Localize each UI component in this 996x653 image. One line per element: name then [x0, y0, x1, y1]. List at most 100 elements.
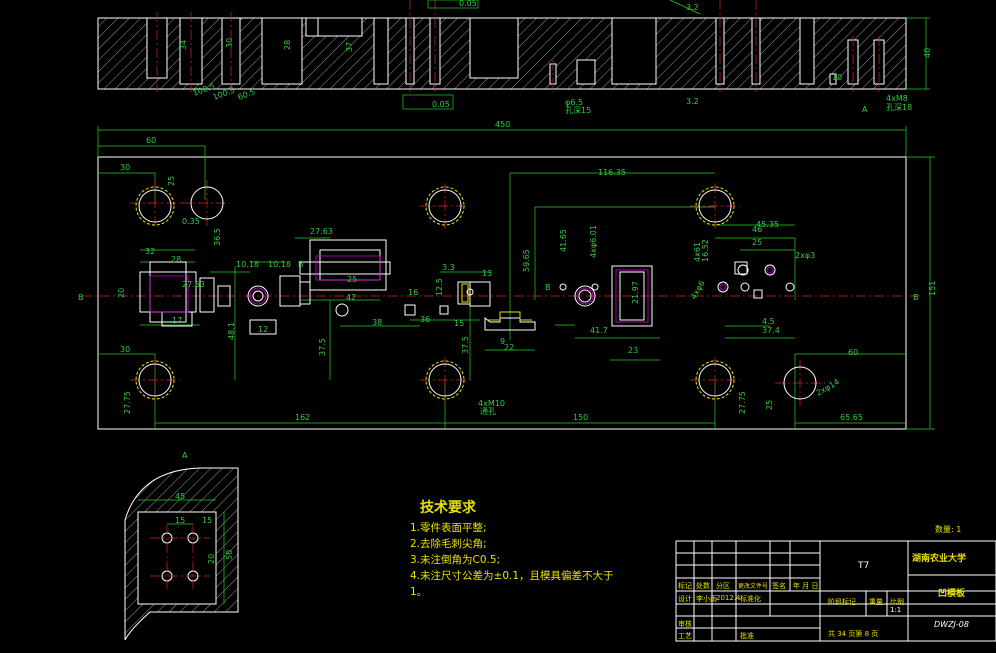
svg-text:3.2: 3.2 — [686, 97, 699, 106]
svg-text:30: 30 — [225, 38, 234, 48]
svg-text:36: 36 — [420, 315, 430, 324]
tb-sign: 签名 — [772, 582, 786, 590]
svg-text:45: 45 — [175, 492, 185, 501]
tb-ratio: 比例 — [890, 598, 904, 606]
tb-weight: 重量 — [869, 598, 883, 606]
school-label: 湖南农业大学 — [912, 554, 967, 564]
svg-text:25: 25 — [347, 275, 357, 284]
svg-text:15: 15 — [454, 319, 464, 328]
svg-text:0.05: 0.05 — [459, 0, 477, 8]
svg-text:15: 15 — [175, 516, 185, 525]
tb-mark: 标记 — [678, 582, 692, 590]
svg-text:32: 32 — [145, 247, 155, 256]
sheets-label: 共 34 页第 8 页 — [828, 630, 879, 638]
svg-text:37.4: 37.4 — [762, 326, 780, 335]
svg-text:150: 150 — [573, 413, 588, 422]
scale-value: 1:1 — [890, 606, 902, 614]
svg-text:25: 25 — [167, 176, 176, 186]
tb-design: 设计 — [678, 595, 692, 603]
requirement-line: 4.未注尺寸公差为±0.1，且模具偏差不大于 — [410, 570, 614, 582]
requirement-line: 2.去除毛刺尖角; — [410, 538, 487, 550]
svg-text:4.5: 4.5 — [762, 317, 775, 326]
tb-stage: 阶段标记 — [828, 598, 856, 606]
svg-text:450: 450 — [495, 120, 510, 129]
svg-text:9: 9 — [500, 337, 505, 346]
svg-text:22: 22 — [504, 343, 514, 352]
tb-doc: 更改文件号 — [738, 583, 769, 590]
svg-text:28: 28 — [171, 255, 181, 264]
svg-text:13: 13 — [482, 269, 492, 278]
svg-text:25: 25 — [752, 238, 762, 247]
tb-process: 工艺 — [678, 632, 692, 640]
svg-text:60: 60 — [146, 136, 156, 145]
svg-text:A: A — [862, 105, 868, 114]
tb-std: 标准化 — [740, 595, 761, 603]
svg-text:4xφ6.01: 4xφ6.01 — [589, 225, 598, 258]
svg-text:17: 17 — [172, 316, 182, 325]
svg-text:59.65: 59.65 — [522, 249, 531, 272]
title-block — [675, 540, 996, 642]
plan-view: 450 60 30 25 0.35 36.5 116.35 45.35 46 2… — [78, 120, 937, 430]
svg-text:2xφ3: 2xφ3 — [795, 251, 815, 260]
tb-review: 审核 — [678, 620, 692, 628]
svg-text:20: 20 — [207, 554, 216, 564]
svg-text:27.75: 27.75 — [738, 391, 747, 414]
svg-text:41.65: 41.65 — [559, 229, 568, 252]
svg-text:10.18: 10.18 — [268, 260, 291, 269]
tb-designer: 李小雨 — [696, 595, 717, 603]
quantity-label: 数量: 1 — [935, 525, 962, 534]
svg-text:60.5: 60.5 — [237, 87, 257, 102]
svg-text:46: 46 — [752, 225, 762, 234]
svg-text:12: 12 — [258, 325, 268, 334]
svg-text:34: 34 — [179, 40, 188, 50]
tb-design-date: 2012.4 — [716, 594, 741, 602]
material-label: T7 — [858, 561, 870, 571]
detail-a-view: A 45 15 15 50 20 — [124, 451, 239, 641]
requirement-line: 3.未注倒角为C0.5; — [410, 554, 501, 566]
top-section-view: 34 30 28 37 40 100.5 100.5 60.5 0.05 0.0… — [97, 0, 932, 115]
svg-text:30: 30 — [120, 163, 130, 172]
svg-text:162: 162 — [295, 413, 310, 422]
requirement-line: 1。 — [410, 586, 428, 598]
svg-text:孔深18: 孔深18 — [886, 103, 912, 112]
svg-text:φ6.5: φ6.5 — [565, 98, 583, 107]
svg-text:48.1: 48.1 — [227, 322, 236, 340]
svg-text:21.97: 21.97 — [631, 281, 640, 304]
svg-text:0.35: 0.35 — [182, 217, 200, 226]
svg-text:3.3: 3.3 — [442, 263, 455, 272]
svg-text:12.5: 12.5 — [435, 278, 444, 296]
drawing-number: DWZJ-08 — [934, 620, 969, 629]
svg-text:4xφ6: 4xφ6 — [689, 279, 707, 301]
svg-text:38: 38 — [372, 318, 382, 327]
svg-text:36.5: 36.5 — [213, 228, 222, 246]
svg-text:42: 42 — [346, 293, 356, 302]
svg-text:B: B — [913, 293, 919, 302]
svg-text:10.18: 10.18 — [236, 260, 259, 269]
tb-zone: 分区 — [716, 582, 730, 590]
svg-text:60: 60 — [848, 348, 858, 357]
svg-text:30: 30 — [120, 345, 130, 354]
svg-text:B: B — [78, 293, 84, 302]
requirements-title: 技术要求 — [420, 500, 476, 516]
svg-text:25: 25 — [765, 400, 774, 410]
svg-text:27.63: 27.63 — [310, 227, 333, 236]
tb-date: 年 月 日 — [793, 582, 819, 590]
svg-text:16.52: 16.52 — [701, 239, 710, 262]
svg-text:15: 15 — [202, 516, 212, 525]
svg-text:37.5: 37.5 — [461, 336, 470, 354]
svg-text:通孔: 通孔 — [480, 406, 496, 416]
svg-text:27.75: 27.75 — [123, 391, 132, 414]
svg-text:37.5: 37.5 — [318, 338, 327, 356]
svg-text:B: B — [545, 283, 551, 292]
requirements-block: 技术要求 1.零件表面平整; 2.去除毛刺尖角; 3.未注倒角为C0.5; 4.… — [410, 497, 670, 600]
svg-text:0.05: 0.05 — [432, 100, 450, 109]
svg-text:4xM8: 4xM8 — [886, 94, 908, 103]
svg-text:3.2: 3.2 — [686, 3, 699, 12]
svg-text:孔深15: 孔深15 — [565, 106, 591, 115]
svg-text:116.35: 116.35 — [598, 168, 626, 177]
svg-text:2xφ14: 2xφ14 — [815, 377, 841, 397]
tb-approve: 批准 — [740, 632, 754, 640]
svg-text:45.35: 45.35 — [756, 220, 779, 229]
svg-text:151: 151 — [928, 281, 937, 296]
